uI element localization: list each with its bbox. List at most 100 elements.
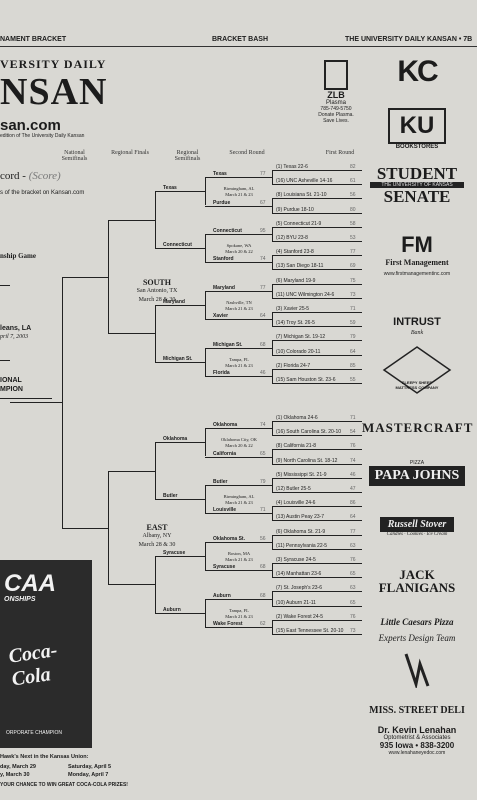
masthead-line1: VERSITY DAILY — [0, 57, 107, 71]
east-second-round-team: Oklahoma — [213, 422, 238, 429]
south-second-round-score: 46 — [260, 369, 266, 376]
east-first-round-line — [272, 634, 362, 635]
fm-name: First Management — [385, 258, 449, 267]
col-second-round: Second Round — [229, 150, 265, 156]
east-first-round-score: 63 — [350, 585, 356, 592]
south-first-round-team: (7) Michigan St. 19-12 — [276, 334, 326, 341]
east-first-round-line — [272, 577, 362, 579]
south-first-round-line — [272, 354, 362, 356]
south-second-round-score: 64 — [260, 313, 266, 320]
sleepy-name: SLEEPY SHEEP MATTRESS COMPANY — [395, 380, 439, 390]
south-first-round-team: (13) San Diego 18-11 — [276, 263, 324, 270]
east-first-round-team: (4) Louisville 24-6 — [276, 500, 316, 507]
ku-sub: BOOKSTORES — [395, 144, 439, 150]
east-first-round-team: (9) North Carolina St. 18-12 — [276, 457, 338, 464]
south-venue-dates: March 21 & 23 — [225, 362, 253, 368]
fm-logo-icon: FM — [401, 232, 433, 257]
east-connector — [272, 563, 273, 578]
east-connector — [155, 442, 156, 500]
east-second-round-score: 62 — [260, 620, 266, 627]
south-second-round-team: Xavier — [213, 313, 229, 320]
south-connector — [205, 177, 206, 206]
south-first-round-score: 69 — [350, 263, 356, 270]
east-second-round-score: 71 — [260, 507, 266, 514]
south-connector — [272, 198, 273, 213]
south-first-round-team: (6) Maryland 19-9 — [276, 277, 316, 284]
ku-name: KU — [399, 112, 435, 139]
south-first-round-score: 61 — [350, 178, 356, 185]
russell-sub: Candies · Cookies · Ice Cream — [386, 532, 448, 537]
east-second-round-line — [205, 570, 272, 572]
east-regional-semi-team: Syracuse — [163, 549, 186, 556]
championship-label: nship Game — [0, 252, 36, 260]
east-first-round-line — [272, 548, 362, 550]
south-second-round-line — [205, 233, 272, 235]
east-venue-dates: March 20 & 22 — [225, 443, 253, 449]
south-connector — [272, 255, 273, 270]
ad-zlb: ZLB Plasma 785-749-5750 Donate Plasma. S… — [314, 60, 358, 124]
south-first-round-team: (8) Louisiana St. 21-10 — [276, 192, 327, 199]
south-first-round-score: 80 — [350, 206, 356, 213]
east-second-round-line — [205, 456, 272, 458]
ad-little-caesars: Little Caesars Pizza — [380, 617, 454, 627]
east-second-round-line — [205, 598, 272, 600]
east-regional-final-line — [108, 470, 155, 472]
record-note: s of the bracket on Kansan.com — [0, 190, 85, 196]
champ-line-b — [0, 360, 10, 361]
south-first-round-team: (2) Florida 24-7 — [276, 362, 311, 369]
east-connector — [205, 484, 206, 514]
south-first-round-score: 59 — [350, 320, 356, 327]
south-venue-dates: March 20 & 22 — [225, 249, 253, 255]
east-second-round-score: 79 — [260, 478, 266, 485]
header-rule — [0, 46, 477, 47]
south-first-round-line — [272, 255, 362, 257]
champ-line-a — [0, 285, 10, 286]
east-first-round-team: (8) California 21-8 — [276, 443, 317, 450]
senate-line3: SENATE — [383, 187, 451, 206]
south-first-round-line — [272, 269, 362, 271]
south-second-round-line — [205, 205, 272, 207]
east-first-round-score: 65 — [350, 599, 356, 606]
east-first-round-team: (15) East Tennessee St. 20-10 — [276, 628, 344, 634]
east-first-round-score: 63 — [350, 542, 356, 549]
south-second-round-team: Texas — [213, 171, 227, 178]
section-title: NAMENT BRACKET — [0, 36, 67, 43]
east-national-semi-line — [62, 527, 108, 529]
south-second-round-team: Connecticut — [213, 227, 242, 234]
experts-logo-icon — [362, 650, 472, 693]
zlb-phone: 785-749-5750 — [320, 106, 352, 112]
east-connector — [272, 421, 273, 436]
south-connector — [205, 233, 206, 263]
promo-brand: Coca-Cola — [7, 639, 59, 691]
ad-student-senate: STUDENT THE UNIVERSITY OF KANSAS SENATE — [362, 165, 472, 205]
coca-cola-promo: CAA ONSHIPS Coca-Cola ORPORATE CHAMPION — [0, 560, 92, 748]
south-second-round-line — [205, 262, 272, 264]
south-first-round-team: (11) UNC Wilmington 24-6 — [276, 291, 335, 298]
east-first-round-line — [272, 421, 362, 422]
east-connector — [155, 555, 156, 613]
south-connector — [272, 312, 273, 327]
south-first-round-score: 77 — [350, 249, 356, 256]
east-first-round-team: (11) Pennsylvania 22-5 — [276, 542, 328, 549]
east-first-round-team: (7) St. Joseph's 23-6 — [276, 585, 322, 592]
south-connector — [108, 219, 109, 334]
east-first-round-line — [272, 463, 362, 465]
south-connector — [272, 368, 273, 383]
promo-date-3: y, March 30 — [0, 772, 30, 778]
east-second-round-line — [205, 513, 272, 515]
east-first-round-score: 46 — [350, 471, 356, 478]
east-first-round-score: 77 — [350, 528, 356, 535]
south-regional-semi-line — [155, 191, 205, 193]
south-second-round-line — [205, 177, 272, 179]
championship-location: leans, LA — [0, 325, 32, 332]
east-connector — [272, 534, 273, 549]
south-first-round-team: (16) UNC Asheville 14-16 — [276, 178, 333, 185]
south-regional-final-line — [108, 219, 155, 221]
south-second-round-score: 74 — [260, 256, 266, 263]
east-first-round-team: (12) Butler 25-5 — [276, 486, 311, 492]
east-second-round-score: 74 — [260, 422, 266, 429]
east-first-round-score: 71 — [350, 415, 356, 421]
south-second-round-score: 77 — [260, 284, 266, 291]
ad-papa-johns: PIZZA PAPA JOHNS — [362, 460, 472, 486]
east-first-round-score: 73 — [350, 628, 356, 634]
